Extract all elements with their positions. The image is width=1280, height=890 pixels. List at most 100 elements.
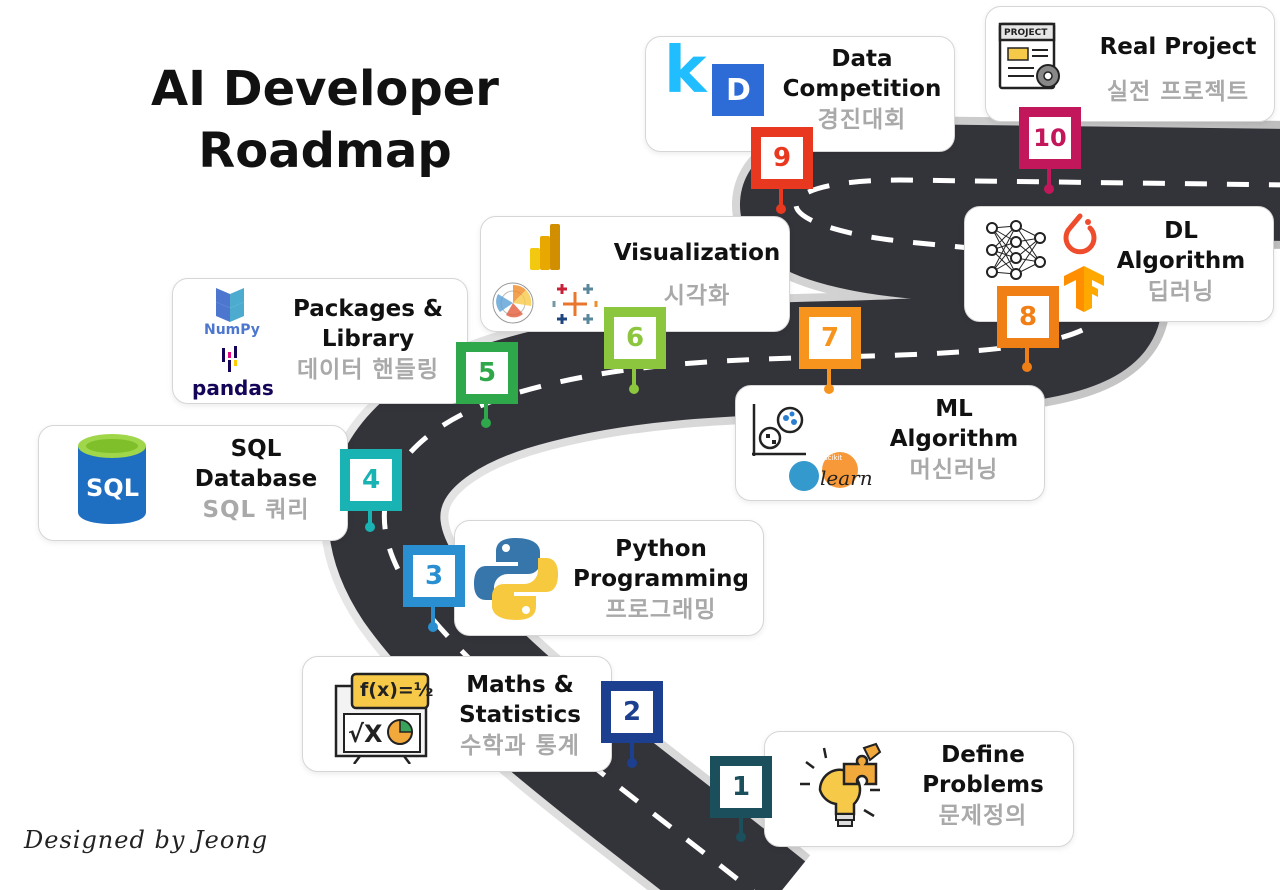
step-6-marker-tip [629, 384, 639, 394]
signature: Designed by Jeong [24, 826, 269, 854]
step-4-korean: SQL 쿼리 [202, 497, 310, 523]
step-6-korean: 시각화 [663, 283, 731, 309]
neural-network-icon [984, 218, 1048, 282]
step-3-text: Python Programming 프로그래밍 [572, 534, 750, 626]
step-1-korean: 문제정의 [938, 803, 1028, 829]
pytorch-logo-icon [1060, 212, 1100, 258]
python-logo-icon [472, 536, 560, 622]
pandas-logo-text: pandas [192, 376, 274, 400]
step-10-text: Real Project 실전 프로젝트 [1090, 32, 1266, 108]
dacon-logo-text: D [726, 73, 751, 108]
card-ml-algorithm [735, 385, 1045, 501]
card-define-problems [764, 731, 1074, 847]
scikit-logo-text: learn [820, 466, 873, 490]
step-5-marker-tip [481, 418, 491, 428]
step-5-number: 5 [477, 358, 497, 388]
numpy-logo-icon: NumPy [196, 286, 266, 342]
step-1-text: Define Problems 문제정의 [900, 740, 1066, 832]
step-5-marker: 5 [456, 342, 518, 404]
cluster-chart-icon [748, 400, 808, 460]
step-2-marker-tip [627, 758, 637, 768]
kaggle-logo-icon: k [664, 34, 707, 108]
step-7-text: ML Algorithm 머신러닝 [876, 394, 1032, 486]
step-4-number: 4 [361, 465, 381, 495]
tensorflow-logo-icon [1062, 264, 1106, 314]
step-3-title-line-2: Programming [573, 566, 749, 592]
step-10-title-line-1: Real Project [1099, 34, 1257, 60]
step-4-marker-tip [365, 522, 375, 532]
math-board-icon: f(x)=½ √X [330, 668, 434, 765]
math-root-text: √X [348, 720, 383, 748]
step-8-korean: 딥러닝 [1147, 279, 1215, 305]
step-5-text: Packages & Library 데이터 핸들링 [282, 294, 454, 386]
step-9-title-line-2: Competition [782, 76, 942, 102]
step-1-title-line-1: Define [941, 742, 1025, 768]
step-2-marker-stem [630, 742, 634, 760]
step-9-number: 9 [772, 143, 792, 173]
step-10-korean: 실전 프로젝트 [1107, 79, 1249, 105]
step-3-marker: 3 [403, 545, 465, 607]
step-1-number: 1 [731, 772, 751, 802]
sql-icon-label: SQL [86, 474, 139, 502]
step-9-text: Data Competition 경진대회 [778, 44, 946, 136]
step-3-korean: 프로그래밍 [605, 597, 717, 623]
step-4-marker: 4 [340, 449, 402, 511]
polar-chart-icon [490, 280, 536, 326]
step-2-korean: 수학과 통계 [460, 733, 580, 759]
step-1-marker: 1 [710, 756, 772, 818]
step-6-text: Visualization 시각화 [612, 238, 782, 312]
step-5-korean: 데이터 핸들링 [297, 357, 439, 383]
title-line-1: AI Developer [151, 61, 499, 117]
step-3-marker-stem [431, 606, 435, 624]
step-8-marker-stem [1025, 346, 1029, 364]
step-4-title-line-2: Database [194, 466, 318, 492]
step-7-marker-stem [827, 368, 831, 386]
step-4-text: SQL Database SQL 쿼리 [176, 434, 336, 526]
step-8-title-line-2: Algorithm [1116, 248, 1246, 274]
step-10-number: 10 [1033, 124, 1067, 152]
step-9-title-line-1: Data [831, 46, 893, 72]
step-7-number: 7 [820, 323, 840, 353]
step-1-title-line-2: Problems [922, 772, 1044, 798]
step-5-marker-stem [484, 402, 488, 420]
step-2-text: Maths & Statistics 수학과 통계 [440, 670, 600, 762]
step-4-marker-stem [368, 508, 372, 526]
step-2-number: 2 [622, 697, 642, 727]
pandas-logo-icon: pandas [190, 346, 274, 402]
powerbi-logo-icon [526, 222, 566, 272]
step-10-marker: 10 [1019, 107, 1081, 169]
step-2-marker: 2 [601, 681, 663, 743]
project-icon-label: PROJECT [1004, 28, 1048, 38]
step-7-marker: 7 [799, 307, 861, 369]
step-9-marker-tip [776, 204, 786, 214]
step-9-marker: 9 [751, 127, 813, 189]
step-10-marker-tip [1044, 184, 1054, 194]
step-3-title-line-1: Python [615, 536, 707, 562]
lightbulb-puzzle-icon [794, 740, 886, 836]
tableau-logo-icon [552, 282, 598, 326]
step-6-number: 6 [625, 323, 645, 353]
dacon-logo-icon: D [712, 64, 764, 116]
step-1-marker-stem [739, 818, 743, 836]
step-5-title-line-1: Packages & [292, 296, 444, 322]
step-5-title-line-2: Library [321, 326, 415, 352]
math-formula-text: f(x)=½ [360, 679, 434, 701]
step-1-marker-tip [736, 832, 746, 842]
step-7-title-line-2: Algorithm [889, 426, 1019, 452]
step-9-marker-stem [779, 188, 783, 206]
step-6-title-line-1: Visualization [613, 240, 781, 266]
scikit-logo-small-text: scikit [824, 454, 843, 462]
step-2-title-line-1: Maths & [466, 672, 574, 698]
step-7-title-line-1: ML [935, 396, 973, 422]
step-6-marker: 6 [604, 307, 666, 369]
numpy-logo-text: NumPy [204, 322, 260, 338]
step-2-title-line-2: Statistics [459, 702, 581, 728]
scikit-learn-logo-icon: scikit learn [784, 448, 876, 494]
step-8-number: 8 [1018, 302, 1038, 332]
title-line-2: Roadmap [198, 123, 452, 179]
step-3-marker-tip [428, 622, 438, 632]
step-7-korean: 머신러닝 [909, 457, 999, 483]
page-title: AI Developer Roadmap [120, 58, 530, 182]
kaggle-logo-text: k [664, 34, 707, 108]
step-9-korean: 경진대회 [817, 107, 907, 133]
